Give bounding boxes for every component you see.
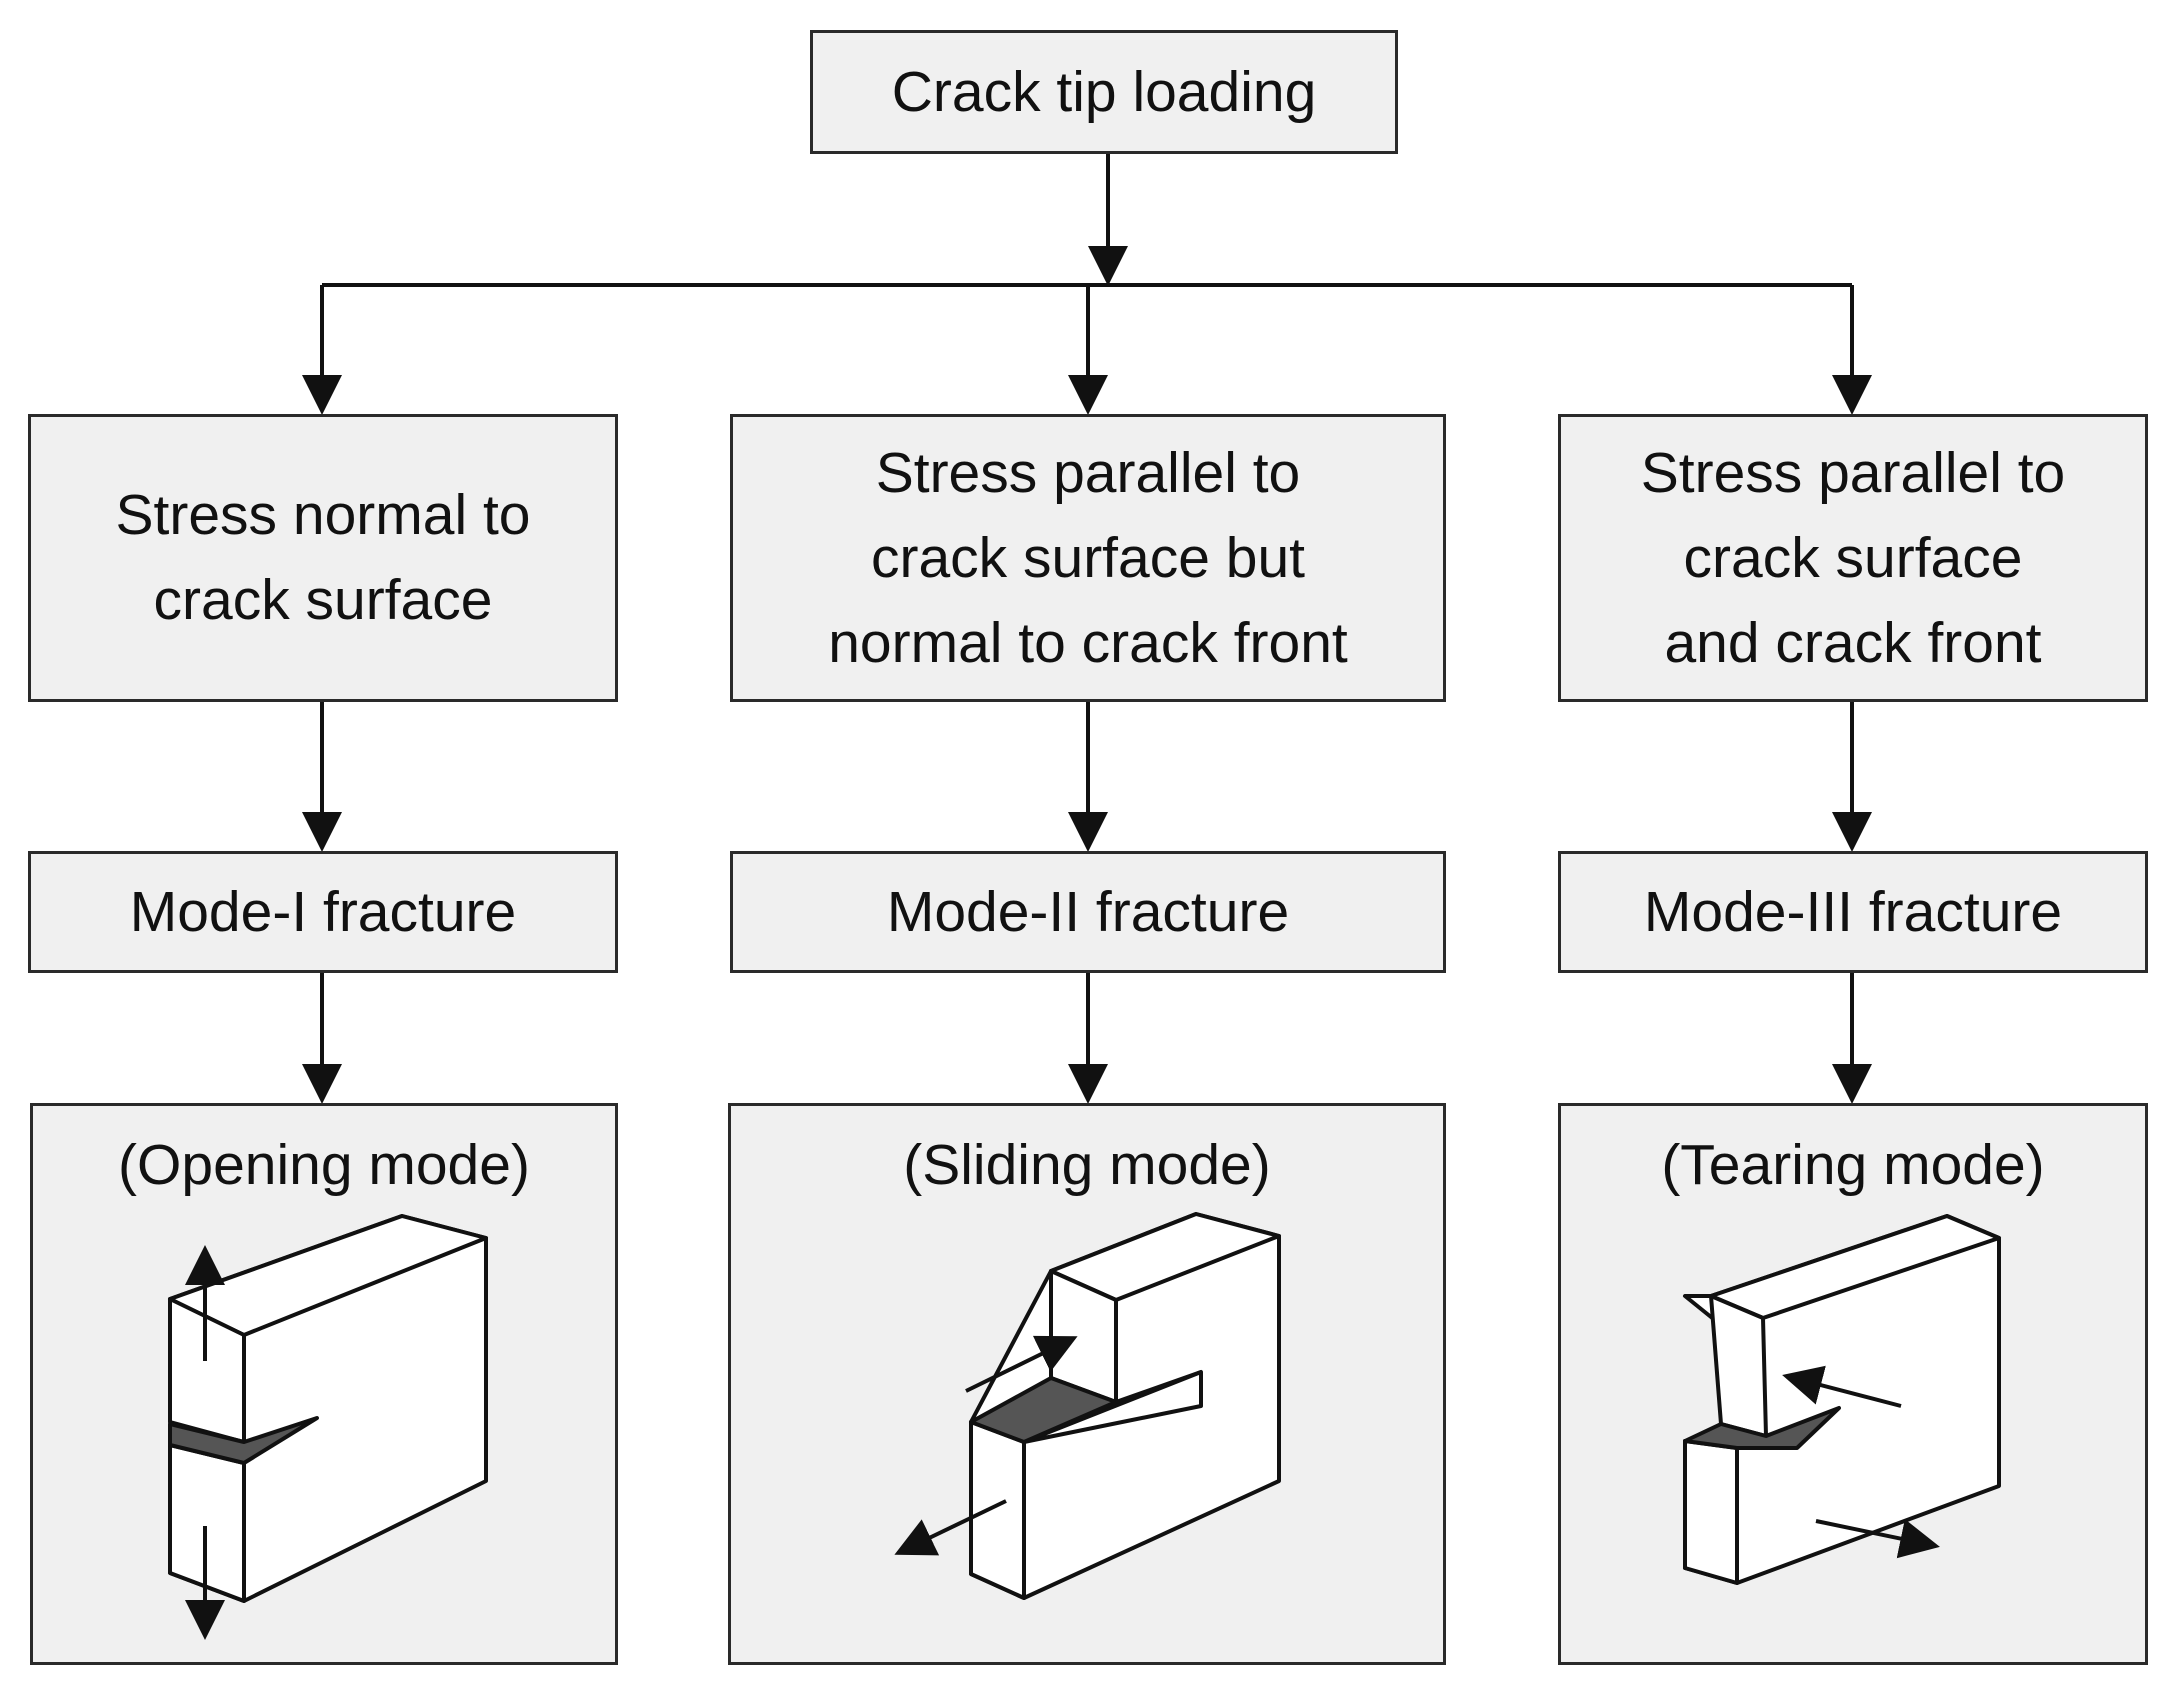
opening-mode-block-icon <box>168 1214 488 1640</box>
mode-box-3: Mode-III fracture <box>1558 851 2148 973</box>
tearing-mode-block-icon <box>1683 1214 2001 1585</box>
sliding-mode-block-icon <box>894 1212 1281 1600</box>
condition-box-mode-3: Stress parallel to crack surface and cra… <box>1558 414 2148 702</box>
condition-box-mode-1: Stress normal to crack surface <box>28 414 618 702</box>
mode-box-2: Mode-II fracture <box>730 851 1446 973</box>
illustration-panel-tearing: (Tearing mode) <box>1558 1103 2148 1665</box>
root-label: Crack tip loading <box>891 59 1317 124</box>
illustration-panel-sliding: (Sliding mode) <box>728 1103 1446 1665</box>
condition-label-mode-1: Stress normal to crack surface <box>115 483 531 632</box>
mode-label-2: Mode-II fracture <box>886 879 1290 944</box>
mode-label-3: Mode-III fracture <box>1643 879 2063 944</box>
mode-box-1: Mode-I fracture <box>28 851 618 973</box>
illustration-caption-tearing: (Tearing mode) <box>1661 1133 2045 1197</box>
mode-label-1: Mode-I fracture <box>129 879 517 944</box>
condition-box-mode-2: Stress parallel to crack surface but nor… <box>730 414 1446 702</box>
illustration-panel-opening: (Opening mode) <box>30 1103 618 1665</box>
illustration-caption-sliding: (Sliding mode) <box>903 1133 1271 1197</box>
condition-label-mode-2: Stress parallel to crack surface but nor… <box>828 440 1348 675</box>
illustration-caption-opening: (Opening mode) <box>118 1133 530 1197</box>
condition-label-mode-3: Stress parallel to crack surface and cra… <box>1640 440 2066 675</box>
root-box: Crack tip loading <box>810 30 1398 154</box>
